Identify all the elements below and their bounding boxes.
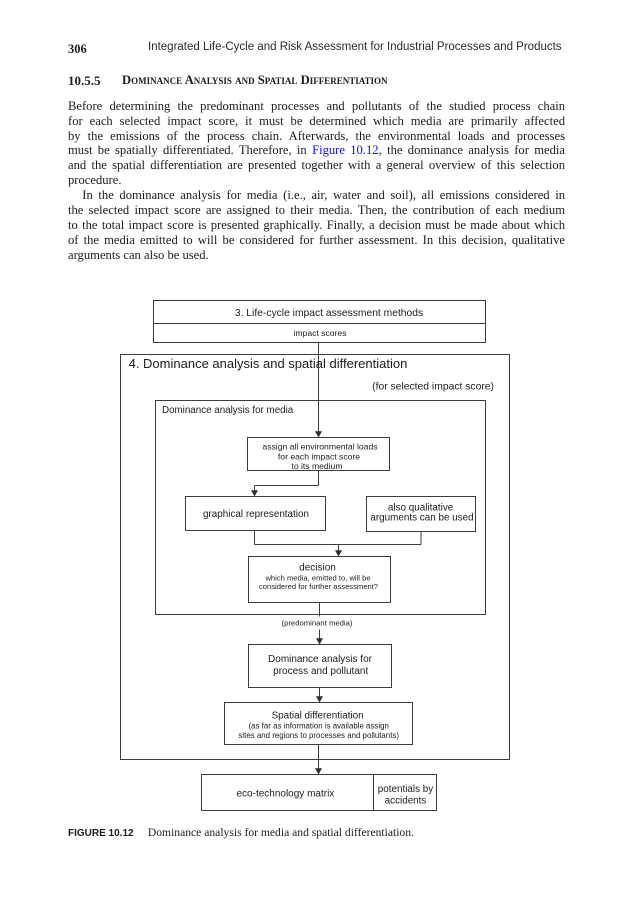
svg-text:decision: decision — [299, 563, 336, 574]
svg-text:(as far as information is avai: (as far as information is available assi… — [249, 721, 389, 730]
svg-text:which media, emitted to, will: which media, emitted to, will be — [264, 574, 370, 583]
svg-text:potentials by: potentials by — [378, 784, 434, 795]
svg-text:Spatial differentiation: Spatial differentiation — [272, 711, 364, 722]
svg-text:accidents: accidents — [385, 796, 427, 807]
svg-text:also qualitative: also qualitative — [388, 502, 454, 513]
svg-text:3. Life-cycle impact assessmen: 3. Life-cycle impact assessment methods — [235, 308, 423, 319]
svg-text:Dominance analysis for: Dominance analysis for — [268, 654, 373, 665]
svg-text:(predominant media): (predominant media) — [282, 618, 353, 627]
svg-text:Dominance analysis for media: Dominance analysis for media — [162, 405, 294, 416]
svg-text:graphical representation: graphical representation — [203, 509, 309, 520]
svg-text:considered for further assessm: considered for further assessment? — [259, 582, 378, 591]
svg-text:eco-technology matrix: eco-technology matrix — [236, 789, 334, 800]
svg-text:assign all environmental loads: assign all environmental loads — [262, 442, 377, 452]
svg-text:4. Dominance analysis and spat: 4. Dominance analysis and spatial differ… — [129, 356, 408, 371]
svg-text:(for selected impact score): (for selected impact score) — [372, 382, 494, 393]
svg-text:process and pollutant: process and pollutant — [273, 666, 368, 677]
svg-text:sites and regions to processes: sites and regions to processes and pollu… — [238, 731, 399, 740]
svg-text:for each impact score: for each impact score — [278, 452, 360, 462]
svg-text:to its medium: to its medium — [291, 461, 342, 471]
svg-text:impact scores: impact scores — [293, 328, 346, 338]
svg-text:arguments can be used: arguments can be used — [370, 513, 473, 524]
